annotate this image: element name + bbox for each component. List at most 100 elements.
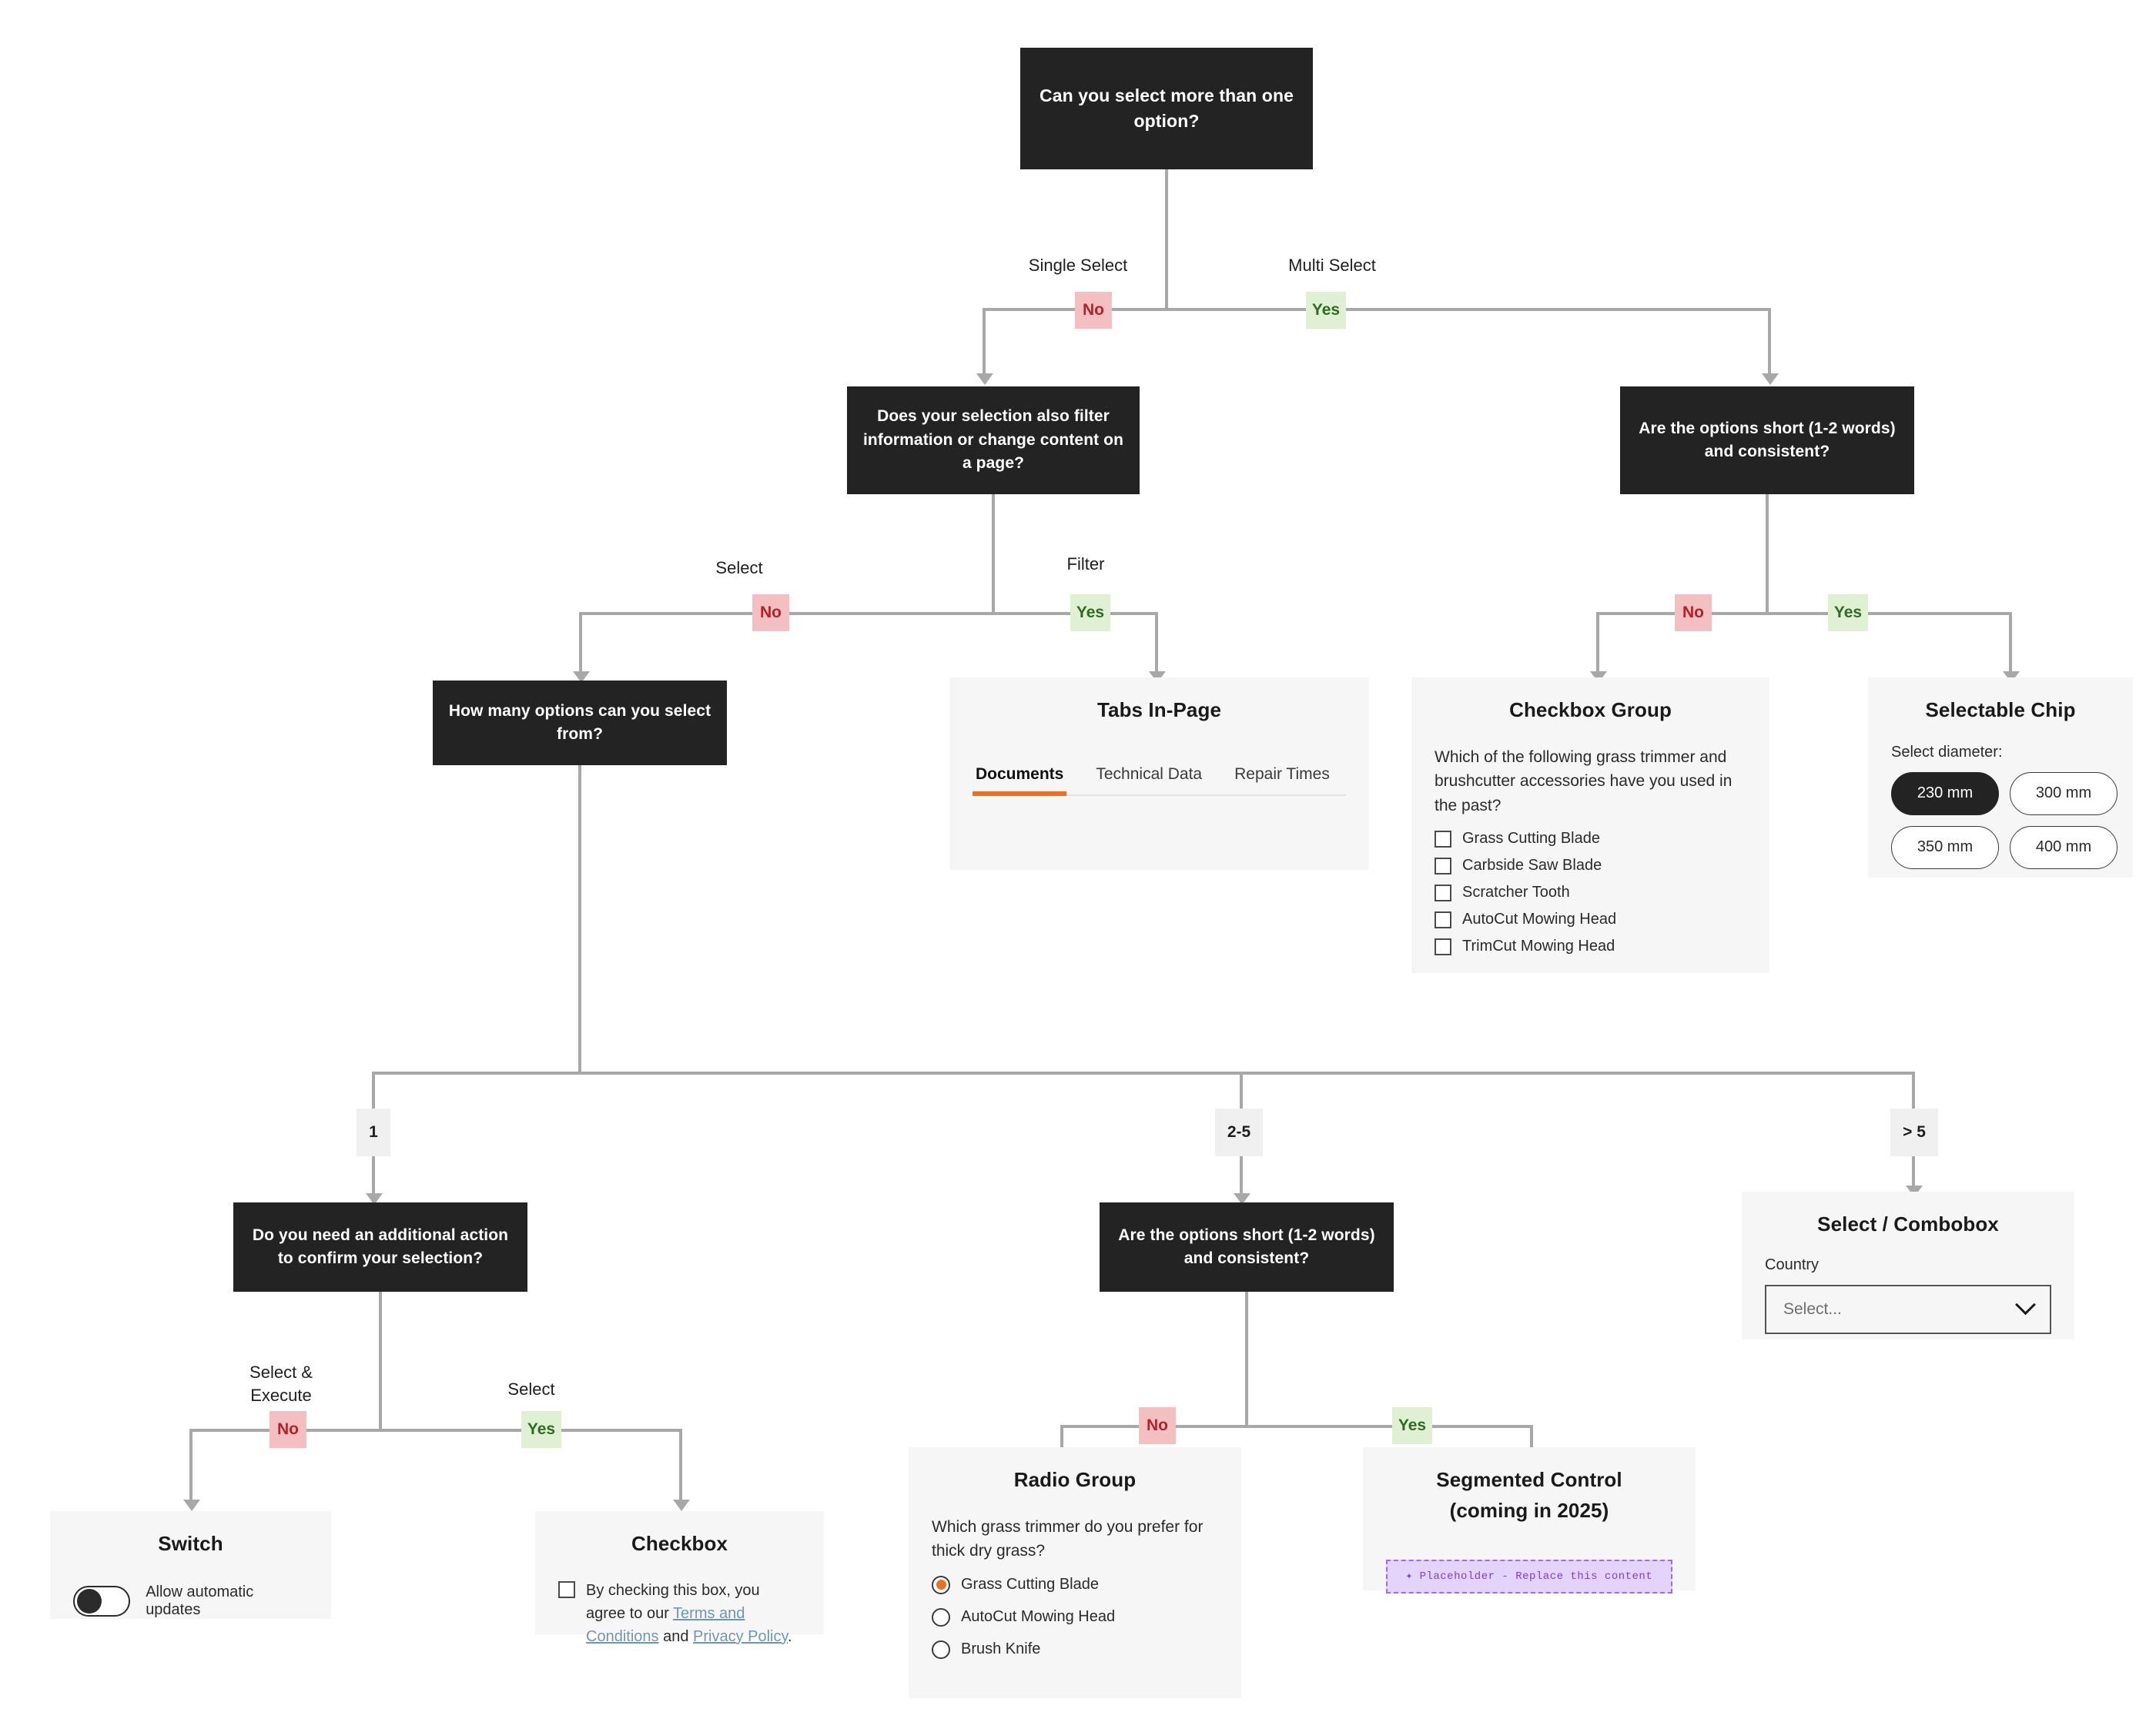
arrow-to-filter-q [976,373,993,385]
node-how-many-options-label: How many options can you select from? [448,701,711,743]
checkbox-icon[interactable] [558,1580,575,1598]
radio-option[interactable]: Brush Knife [932,1640,1218,1659]
connector-shortright-split [1596,612,2012,615]
chip-list: 230 mm 300 mm 350 mm 400 mm [1891,771,2145,869]
checkbox-consent-row: By checking this box, you agree to our T… [558,1579,801,1648]
card-select-combobox-title: Select / Combobox [1817,1212,1999,1236]
checkbox-consent-text: By checking this box, you agree to our T… [586,1581,792,1645]
connector-confirm-right-drop [679,1429,682,1506]
terms-and-conditions-link[interactable]: Terms and Conditions [586,1604,745,1645]
card-checkbox: Checkbox By checking this box, you agree… [535,1511,824,1645]
node-confirm-question-label: Do you need an additional action to conf… [252,1226,509,1267]
badge-yes-shortright: Yes [1828,594,1868,631]
connector-confirm-left-drop [189,1429,192,1506]
arrow-to-switch-card [183,1500,200,1511]
select-combobox-label: Country [1765,1256,1820,1273]
checkbox-option[interactable]: Scratcher Tooth [1435,884,1746,901]
card-segmented-control-title-line1: Segmented Control [1436,1468,1622,1491]
checkbox-option[interactable]: TrimCut Mowing Head [1435,938,1746,955]
badge-no-root: No [1075,292,1112,329]
count-label-2-5: 2-5 [1215,1109,1263,1156]
radio-icon[interactable] [932,1640,950,1659]
connector-confirm-stem [379,1292,382,1430]
tab-technical-data[interactable]: Technical Data [1096,764,1203,783]
node-short-options-mid[interactable]: Are the options short (1-2 words) and co… [1100,1202,1394,1292]
checkbox-option[interactable]: AutoCut Mowing Head [1435,911,1746,928]
badge-no-shortmid: No [1139,1407,1176,1444]
radio-option[interactable]: Grass Cutting Blade [932,1575,1218,1594]
arrow-to-short-right [1762,373,1779,385]
chip-350mm[interactable]: 350 mm [1891,825,1999,869]
checkbox-icon[interactable] [1435,884,1451,901]
count-label-1: 1 [357,1109,390,1156]
edge-label-select: Select [715,558,763,577]
connector-filterq-stem [992,494,995,614]
checkbox-option-label: TrimCut Mowing Head [1462,938,1615,955]
chevron-down-icon[interactable] [2015,1294,2036,1316]
connector-shortmid-split [1060,1425,1533,1428]
card-selectable-chip-title: Selectable Chip [1925,698,2076,721]
node-filter-question[interactable]: Does your selection also filter informat… [847,386,1140,494]
select-combobox-input[interactable]: Select... [1765,1284,2051,1334]
badge-no-filterq: No [752,594,789,631]
node-root[interactable]: Can you select more than one option? [1020,48,1313,169]
connector-root-stem [1165,169,1168,309]
badge-no-shortright: No [1675,594,1712,631]
card-checkbox-group: Checkbox Group Which of the following gr… [1411,677,1769,973]
privacy-policy-link[interactable]: Privacy Policy [693,1627,788,1645]
card-radio-group-title: Radio Group [1013,1468,1137,1491]
connector-root-split [983,308,1771,311]
arrow-to-how-many [573,671,590,683]
switch-label: Allow automatic updates [146,1583,254,1618]
radio-option-label: AutoCut Mowing Head [961,1608,1116,1626]
chip-230mm[interactable]: 230 mm [1891,771,1999,815]
checkbox-icon[interactable] [1435,938,1451,955]
connector-shortright-right-drop [2009,612,2012,677]
card-radio-group: Radio Group Which grass trimmer do you p… [909,1447,1241,1698]
radio-icon[interactable] [932,1607,950,1627]
edge-label-select-execute: Select & Execute [249,1363,313,1405]
tab-documents[interactable]: Documents [973,765,1067,796]
select-combobox-value: Select... [1783,1299,1842,1318]
tab-repair-times[interactable]: Repair Times [1234,764,1330,783]
connector-root-right-drop [1768,308,1771,379]
switch-row: Allow automatic updates [73,1584,308,1619]
badge-yes-root: Yes [1306,292,1346,329]
badge-yes-confirm: Yes [521,1411,561,1448]
badge-no-confirm: No [270,1411,306,1448]
checkbox-option[interactable]: Grass Cutting Blade [1435,830,1746,848]
node-how-many-options[interactable]: How many options can you select from? [433,681,727,765]
checkbox-icon[interactable] [1435,857,1451,875]
badge-yes-shortmid: Yes [1392,1407,1432,1444]
node-short-options-right-label: Are the options short (1-2 words) and co… [1639,419,1896,460]
checkbox-option[interactable]: Carbside Saw Blade [1435,857,1746,875]
node-filter-question-label: Does your selection also filter informat… [862,407,1124,473]
node-short-options-mid-label: Are the options short (1-2 words) and co… [1118,1226,1375,1267]
checkbox-option-label: Scratcher Tooth [1462,884,1570,901]
card-tabs-title: Tabs In-Page [1096,698,1222,721]
chip-400mm[interactable]: 400 mm [2010,825,2118,869]
segmented-control-placeholder[interactable]: ✦ Placeholder - Replace this content [1386,1559,1672,1594]
connector-filterq-left-drop [579,612,582,677]
chip-300mm[interactable]: 300 mm [2010,771,2118,815]
checkbox-icon[interactable] [1435,911,1451,928]
node-short-options-right[interactable]: Are the options short (1-2 words) and co… [1620,386,1914,494]
radio-option-label: Grass Cutting Blade [961,1576,1099,1594]
tabs-list: Documents Technical Data Repair Times [973,765,1346,796]
count-label-gt5: > 5 [1890,1109,1938,1156]
edge-label-single-select: Single Select [1028,256,1128,275]
card-segmented-control: Segmented Control (coming in 2025) ✦ Pla… [1363,1447,1696,1594]
card-select-combobox: Select / Combobox Country Select... [1742,1192,2074,1339]
radio-icon-selected[interactable] [932,1575,950,1594]
card-segmented-control-title-line2: (coming in 2025) [1449,1498,1609,1522]
arrow-to-short-mid [1234,1193,1250,1205]
switch-toggle[interactable] [73,1585,131,1617]
radio-option[interactable]: AutoCut Mowing Head [932,1607,1218,1627]
connector-filterq-right-drop [1155,612,1158,677]
card-tabs-in-page: Tabs In-Page Documents Technical Data Re… [949,677,1369,870]
card-switch-title: Switch [158,1532,223,1555]
checkbox-icon[interactable] [1435,830,1451,848]
node-confirm-question[interactable]: Do you need an additional action to conf… [233,1202,527,1292]
card-checkbox-group-title: Checkbox Group [1509,698,1672,721]
